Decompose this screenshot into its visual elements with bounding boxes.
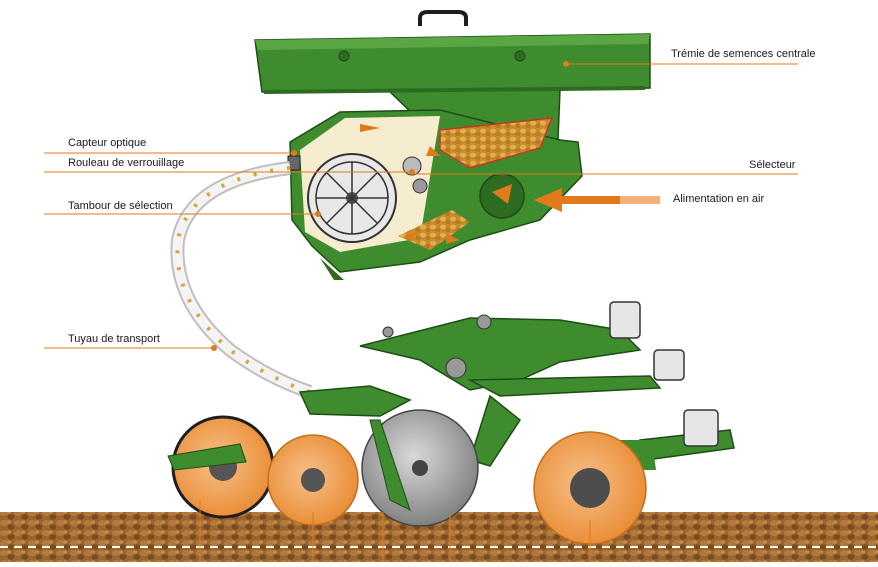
planter-frame xyxy=(298,301,735,470)
metering-unit xyxy=(287,109,660,280)
ground-leaders xyxy=(199,500,591,562)
label-rouleau-verrouillage: Rouleau de verrouillage xyxy=(68,157,185,169)
label-selecteur: Sélecteur xyxy=(749,159,796,171)
label-tuyau-transport: Tuyau de transport xyxy=(68,333,160,345)
press-wheel xyxy=(267,434,359,526)
label-alimentation-air: Alimentation en air xyxy=(673,193,765,205)
air-inlet-arrow xyxy=(534,188,620,212)
selector-wheel xyxy=(479,173,525,219)
label-tambour-selection: Tambour de sélection xyxy=(68,200,173,212)
transport-hose xyxy=(170,161,313,399)
label-capteur-optique: Capteur optique xyxy=(68,137,147,149)
depth-wheel-front xyxy=(533,431,647,545)
seed-flow-arrows xyxy=(360,124,460,244)
callout-leaders xyxy=(44,61,798,351)
selection-drum xyxy=(307,153,397,243)
label-tremie: Trémie de semences centrale xyxy=(671,48,816,60)
